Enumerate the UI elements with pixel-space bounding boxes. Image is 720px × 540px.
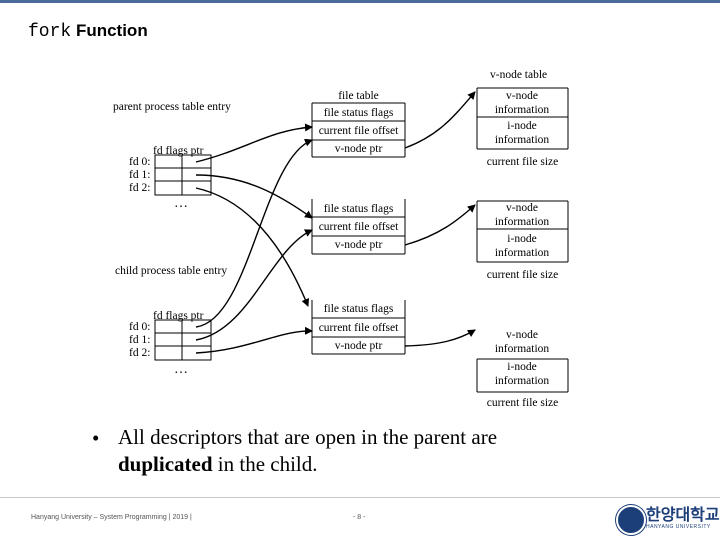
university-logo-text: 한양대학교 [646,505,720,524]
parent-fd0-label: fd 0: [129,156,151,168]
university-logo-subtext: HANYANG UNIVERSITY [646,524,711,530]
vnode-table-label: v-node table [490,69,548,81]
title-text: Function [71,21,148,40]
file3-vptr: v-node ptr [334,340,383,352]
vnode1-iinfo: i-node information [494,120,550,146]
file3-status: file status flags [323,303,394,315]
footer-course: Hanyang University – System Programming … [31,514,192,521]
file2-vptr: v-node ptr [334,239,383,251]
child-table-label: child process table entry [115,265,228,277]
file3-offset: current file offset [318,322,399,334]
vnode2-iinfo: i-node information [494,233,550,259]
slide-title: fork Function [28,18,148,44]
vnode1-vinfo: v-node information [494,90,550,116]
child-fd0-label: fd 0: [129,321,151,333]
file1-vptr: v-node ptr [334,143,383,155]
child-fd-header: fd flags ptr [153,310,204,322]
vnode1-size: current file size [486,156,559,168]
bullet-rest: in the child. [212,452,318,476]
fd-to-file-arrows [195,123,313,354]
parent-ellipsis: … [174,196,189,211]
university-seal-icon [616,505,646,535]
child-fd-table [154,319,212,361]
parent-fd-header: fd flags ptr [153,145,204,157]
vnode3-iinfo: i-node information [494,361,550,387]
file2-offset: current file offset [318,221,399,233]
page-number: - 8 - [353,514,366,521]
file-table-dividers [311,102,406,355]
top-accent-bar [0,0,720,3]
child-ellipsis: … [174,362,189,377]
bullet-text: All descriptors that are open in the par… [118,424,708,478]
bullet-line1: All descriptors that are open in the par… [118,425,498,449]
file2-status: file status flags [323,203,394,215]
file1-status: file status flags [323,107,394,119]
file1-offset: current file offset [318,125,399,137]
bullet-bold: duplicated [118,452,213,476]
parent-fd2-label: fd 2: [129,182,151,194]
vnode3-size: current file size [486,397,559,409]
bullet-marker: • [92,426,100,450]
file-to-vnode-arrows [404,91,476,347]
parent-table-label: parent process table entry [113,101,231,113]
vnode3-vinfo: v-node information [494,329,550,355]
vnode2-vinfo: v-node information [494,202,550,228]
title-code: fork [28,22,72,42]
footer-divider [0,497,720,498]
file-table-label: file table [338,90,379,102]
vnode2-size: current file size [486,269,559,281]
child-fd2-label: fd 2: [129,347,151,359]
parent-fd1-label: fd 1: [129,169,151,181]
vnode-table-dividers [476,87,569,393]
child-fd1-label: fd 1: [129,334,151,346]
